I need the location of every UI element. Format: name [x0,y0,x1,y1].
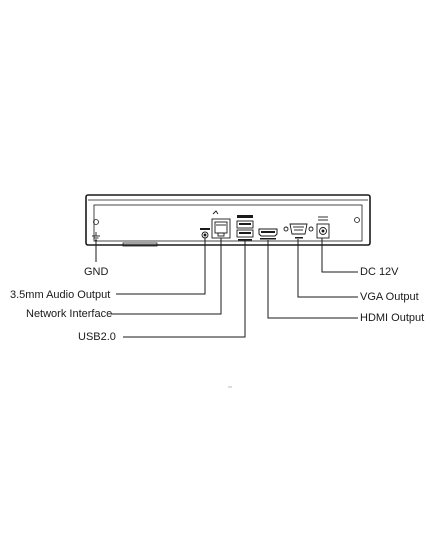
hdmi-port-icon [258,228,278,240]
leader-line-vga [297,239,358,298]
leader-line-usb [123,240,246,338]
ground-screw-icon [92,232,100,241]
label-vga-output: VGA Output [360,291,419,303]
mounting-screws [93,217,360,225]
screw-right-icon [354,217,360,223]
label-audio-output: 3.5mm Audio Output [10,289,111,301]
dc-power-jack-icon [316,216,330,239]
leader-line-hdmi [267,240,358,319]
label-network-interface: Network Interface [26,308,113,320]
leader-line-audio [116,238,206,295]
screw-left-icon [93,219,99,225]
ethernet-port-icon [211,210,231,239]
device-outer-frame [85,194,371,246]
vga-port-icon [283,223,314,239]
leader-line-network [111,238,222,315]
label-hdmi-output: HDMI Output [360,312,425,324]
label-dc-power: DC 12V [360,266,399,278]
usb-port-icon [236,215,254,241]
leader-line-dc [321,238,358,273]
audio-jack-icon [200,228,210,239]
label-usb: USB2.0 [78,331,116,343]
leader-lines [95,238,358,338]
device-foot [122,242,158,247]
rear-panel [93,204,363,242]
label-gnd: GND [84,266,109,278]
